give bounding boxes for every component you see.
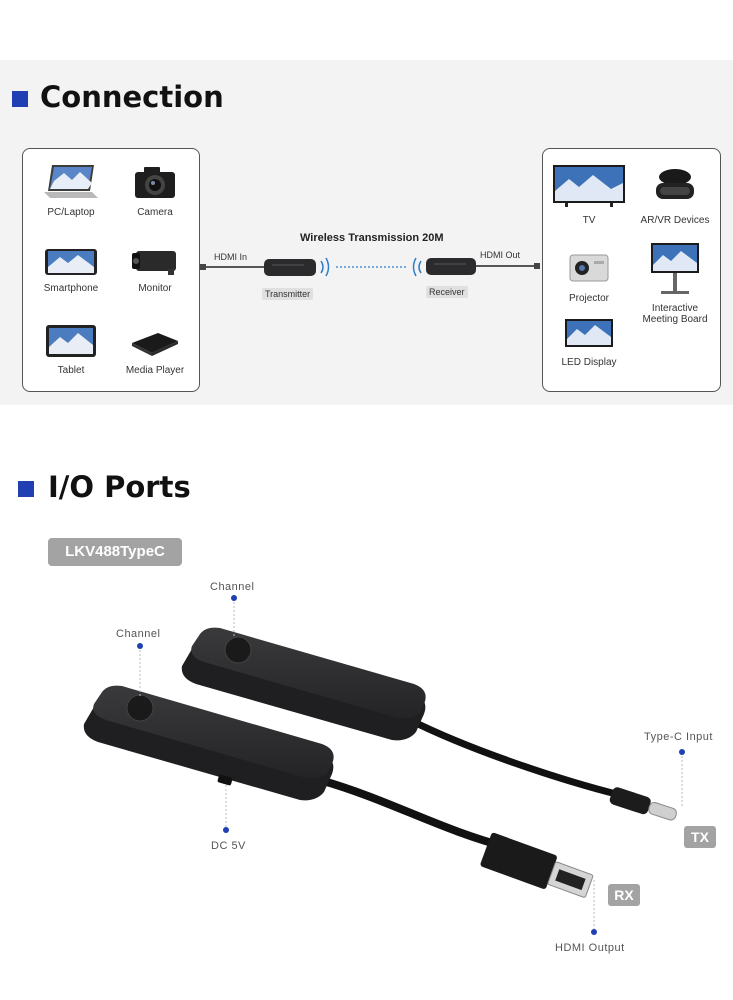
io-ports-heading: I/O Ports xyxy=(18,470,191,504)
device-label: AR/VR Devices xyxy=(640,215,710,226)
display-device-led: LED Display xyxy=(549,317,629,368)
tx-unit xyxy=(181,627,426,741)
type-c-input-callout: Type-C Input xyxy=(644,731,713,743)
hdmi-in-label: HDMI In xyxy=(214,252,248,262)
media-player-icon xyxy=(132,333,178,356)
device-label: LED Display xyxy=(561,357,617,368)
display-device-projector: Projector xyxy=(549,251,629,304)
product-illustration xyxy=(83,595,685,935)
hdmi-out-label: HDMI Out xyxy=(480,250,521,260)
device-label: Camera xyxy=(137,207,173,218)
connection-title: Connection xyxy=(40,80,224,114)
display-device-meeting-board: Interactive Meeting Board xyxy=(635,241,715,325)
wireless-transmission-label: Wireless Transmission 20M xyxy=(300,232,444,244)
rx-tag: RX xyxy=(608,884,640,906)
device-label: Tablet xyxy=(57,365,85,376)
channel-callout-tx: Channel xyxy=(210,581,255,593)
projector-icon xyxy=(569,254,609,282)
tablet-icon xyxy=(46,325,96,357)
transmitter-label: Transmitter xyxy=(262,288,314,300)
source-device-monitor: Monitor xyxy=(115,247,195,294)
security-camera-icon xyxy=(132,251,176,275)
io-ports-title: I/O Ports xyxy=(48,470,191,504)
laptop-icon xyxy=(44,165,98,198)
source-device-smartphone: Smartphone xyxy=(31,247,111,294)
bullet-square-icon xyxy=(18,481,34,497)
device-label: TV xyxy=(582,215,596,226)
device-label-line2: Meeting Board xyxy=(642,314,708,325)
connection-heading: Connection xyxy=(12,80,224,114)
smartphone-icon xyxy=(45,249,97,275)
source-device-media-player: Media Player xyxy=(115,323,195,376)
channel-callout-rx: Channel xyxy=(116,628,161,640)
tv-icon xyxy=(553,165,625,207)
device-label: Projector xyxy=(568,293,609,304)
source-device-tablet: Tablet xyxy=(31,323,111,376)
bullet-square-icon xyxy=(12,91,28,107)
device-label-line1: Interactive xyxy=(651,303,699,314)
camera-icon xyxy=(135,167,175,198)
dc-5v-callout: DC 5V xyxy=(211,840,246,852)
led-display-icon xyxy=(565,319,613,347)
display-devices-box: TV AR/VR Devices Projector xyxy=(542,148,721,392)
display-device-tv: TV xyxy=(549,163,629,226)
connection-section: Connection PC/Laptop xyxy=(0,60,733,405)
vr-headset-icon xyxy=(656,169,694,199)
tx-tag: TX xyxy=(684,826,716,848)
device-label: Media Player xyxy=(125,365,185,376)
source-device-camera: Camera xyxy=(115,163,195,218)
rx-unit xyxy=(83,685,334,801)
device-label: Monitor xyxy=(138,283,172,294)
transmission-diagram xyxy=(200,257,540,277)
device-label: PC/Laptop xyxy=(47,207,95,218)
source-device-laptop: PC/Laptop xyxy=(31,163,111,218)
model-badge: LKV488TypeC xyxy=(48,538,182,566)
receiver-label: Receiver xyxy=(426,286,468,298)
device-label: Smartphone xyxy=(43,283,99,294)
meeting-board-icon xyxy=(651,243,699,294)
source-devices-box: PC/Laptop Camera S xyxy=(22,148,200,392)
hdmi-output-callout: HDMI Output xyxy=(555,942,625,954)
display-device-arvr: AR/VR Devices xyxy=(635,163,715,226)
